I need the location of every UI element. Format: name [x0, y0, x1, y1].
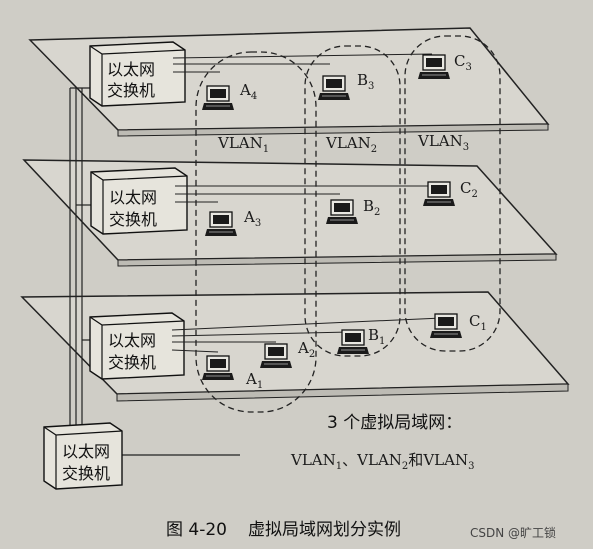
host-B2: B2 — [325, 197, 380, 225]
host-C2: C2 — [422, 179, 478, 207]
switch-middle: 以太网 交换机 — [90, 167, 188, 235]
svg-text:C2: C2 — [460, 179, 478, 200]
computer-icon — [259, 343, 293, 369]
computer-icon — [204, 211, 238, 237]
switch-top-label-line1: 以太网 — [107, 60, 155, 79]
switch-top-label-line2: 交换机 — [107, 81, 155, 100]
host-A3: A3 — [204, 208, 261, 237]
backbone-cables — [69, 87, 240, 456]
note-line1: 3 个虚拟局域网： — [327, 413, 462, 433]
host-A2: A2 — [259, 339, 315, 369]
note-line2: VLAN1、VLAN2和VLAN3 — [290, 451, 474, 472]
svg-text:B2: B2 — [363, 197, 380, 218]
switch-core-label-line1: 以太网 — [62, 442, 110, 461]
figure-title: 虚拟局域网划分实例 — [248, 520, 401, 540]
host-A4: A4 — [201, 81, 257, 111]
svg-text:A1: A1 — [245, 370, 263, 391]
switch-middle-label-line1: 以太网 — [109, 188, 157, 207]
host-B3: B3 — [317, 71, 374, 101]
svg-text:B1: B1 — [368, 326, 385, 347]
computer-icon — [201, 355, 235, 381]
svg-text:A4: A4 — [239, 81, 257, 102]
vlan3-boundary — [404, 35, 501, 352]
computer-icon — [422, 181, 456, 207]
switch-bottom: 以太网 交换机 — [89, 312, 185, 380]
computer-icon — [429, 313, 463, 339]
switch-core: 以太网 交换机 — [43, 422, 123, 490]
svg-text:A2: A2 — [297, 339, 315, 360]
svg-text:A3: A3 — [243, 208, 261, 229]
svg-text:C3: C3 — [454, 52, 472, 73]
vlan2-label: VLAN2 — [325, 134, 377, 155]
svg-text:C1: C1 — [469, 312, 487, 333]
computer-icon — [201, 85, 235, 111]
host-C1: C1 — [429, 312, 487, 339]
computer-icon — [336, 329, 370, 355]
svg-text:B3: B3 — [357, 71, 374, 92]
switch-middle-label-line2: 交换机 — [109, 210, 157, 229]
figure-number: 图 4-20 — [166, 520, 227, 540]
switch-core-label-line2: 交换机 — [62, 464, 110, 483]
vlan1-label: VLAN1 — [217, 134, 269, 155]
vlan2-boundary — [304, 45, 401, 357]
switch-bottom-label-line1: 以太网 — [108, 331, 156, 350]
vlan-groups — [195, 35, 501, 413]
host-A1: A1 — [201, 355, 263, 391]
switch-bottom-label-line2: 交换机 — [108, 353, 156, 372]
host-B1: B1 — [336, 326, 385, 355]
watermark: CSDN @旷工锁 — [470, 525, 556, 540]
computer-icon — [417, 54, 451, 80]
vlan1-boundary — [195, 51, 317, 413]
vlan3-label: VLAN3 — [417, 132, 469, 153]
computer-icon — [317, 75, 351, 101]
computer-icon — [325, 199, 359, 225]
host-C3: C3 — [417, 52, 472, 80]
switch-top: 以太网 交换机 — [89, 41, 186, 107]
